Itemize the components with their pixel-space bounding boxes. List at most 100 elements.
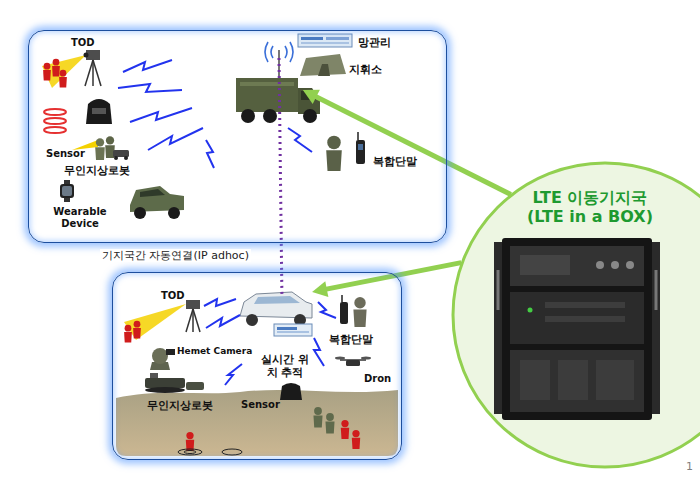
tracking-screen — [274, 324, 312, 336]
sensor-device — [280, 383, 302, 400]
tod-camera — [85, 60, 93, 86]
tracking-screen — [277, 327, 297, 330]
enemy-soldier — [52, 59, 60, 77]
enemy-soldier — [352, 430, 360, 449]
network-screen — [301, 37, 323, 40]
enemy-soldier — [124, 325, 132, 343]
callout-title: LTE 이동기지국 (LTE in a BOX) — [515, 188, 665, 226]
wireless-bolt — [314, 338, 324, 366]
soldier-radio — [358, 144, 363, 150]
tod-camera — [93, 60, 101, 86]
command-truck — [303, 109, 317, 123]
wireless-bolt — [204, 299, 236, 306]
lte-box-photo — [596, 360, 634, 400]
device-label: Sensor — [46, 148, 85, 160]
lte-box-photo — [558, 360, 588, 400]
sensor-device — [86, 99, 112, 124]
lte-box-photo — [626, 261, 634, 269]
arrow-head — [303, 90, 320, 104]
ground-robot — [145, 387, 185, 393]
lte-box-photo — [528, 308, 533, 313]
soldier-radio — [341, 295, 343, 302]
lte-box-photo — [520, 360, 550, 400]
wireless-bolt — [123, 60, 172, 72]
link-label: 기지국간 자동연결(IP adhoc) — [100, 249, 251, 262]
wireless-bolt — [130, 108, 192, 122]
helmet-camera — [166, 349, 175, 355]
sensor-ripple — [222, 449, 242, 455]
command-truck — [263, 109, 277, 123]
lte-box-photo — [611, 261, 619, 269]
device-label: 복합단말 — [329, 333, 373, 346]
radio-waves — [290, 42, 293, 62]
wireless-bolt — [206, 140, 214, 168]
drone — [335, 357, 371, 367]
wearable-watch — [60, 184, 74, 198]
sensor-rings — [44, 109, 66, 133]
sensor-rings — [44, 109, 66, 115]
ground-robot — [145, 378, 185, 388]
mobile-station-car — [246, 314, 258, 326]
helmet-camera — [152, 348, 168, 364]
soldier-radio — [340, 302, 348, 324]
helmet-camera — [150, 348, 175, 370]
sensor-device — [86, 99, 112, 124]
enemy-soldier — [124, 321, 360, 451]
friendly-soldier — [314, 407, 335, 433]
command-truck — [241, 109, 255, 123]
ground-robot — [150, 373, 158, 378]
lte-box-photo — [545, 302, 625, 308]
tod-camera — [186, 309, 193, 332]
device-label: 무인지상로봇 — [147, 399, 213, 412]
sensor-ripple — [184, 451, 196, 454]
wearable-watch — [60, 180, 74, 202]
lte-box-photo — [502, 238, 652, 420]
soldier-radio — [326, 136, 342, 171]
soldier-radio — [356, 140, 365, 164]
wireless-bolt — [118, 84, 182, 92]
radio-waves — [271, 46, 273, 58]
lte-box-photo — [453, 163, 700, 467]
sensor-rings — [44, 118, 66, 124]
device-label: Dron — [364, 373, 391, 385]
tracking-screen — [277, 331, 309, 333]
ground-robot — [186, 382, 204, 390]
base-station-circle: LTE 이동기지국 (LTE in a BOX) — [450, 160, 700, 470]
lte-box-photo — [510, 350, 644, 412]
device-label: 지휘소 — [349, 63, 382, 76]
friendly-soldier — [314, 407, 323, 427]
device-label: 망관리 — [358, 36, 391, 49]
sensor-ripple — [178, 449, 242, 455]
ground-robot — [145, 373, 204, 393]
device-label: 무인지상로봇 — [64, 164, 130, 177]
connector-line — [324, 263, 461, 290]
connector-line — [279, 58, 282, 296]
jeep — [168, 207, 180, 219]
drone — [346, 360, 360, 366]
device-label: 실시간 위치 추적 — [259, 353, 311, 379]
ground-robot — [95, 138, 105, 160]
soldier-radio — [340, 295, 367, 327]
wireless-bolt — [118, 60, 312, 168]
tod-camera — [124, 304, 186, 340]
jeep — [140, 189, 165, 197]
network-screen — [298, 34, 352, 47]
wireless-bolt — [318, 302, 336, 318]
command-tent — [318, 64, 330, 76]
tod-camera — [42, 55, 86, 88]
tracking-screen — [274, 324, 312, 336]
ground-robot — [113, 150, 129, 157]
wireless-bolt — [204, 299, 336, 385]
wireless-bolt — [206, 315, 240, 328]
sensor-rings — [44, 127, 66, 133]
lte-box-photo — [545, 316, 625, 322]
friendly-soldier — [326, 413, 335, 433]
sensor-ripple — [178, 449, 202, 455]
device-label: TOD — [71, 37, 95, 49]
enemy-soldier — [186, 432, 194, 451]
drone — [361, 357, 371, 360]
tod-camera — [124, 300, 200, 340]
arrow-head — [312, 281, 328, 297]
radio-waves — [265, 42, 268, 62]
jeep — [134, 207, 146, 219]
